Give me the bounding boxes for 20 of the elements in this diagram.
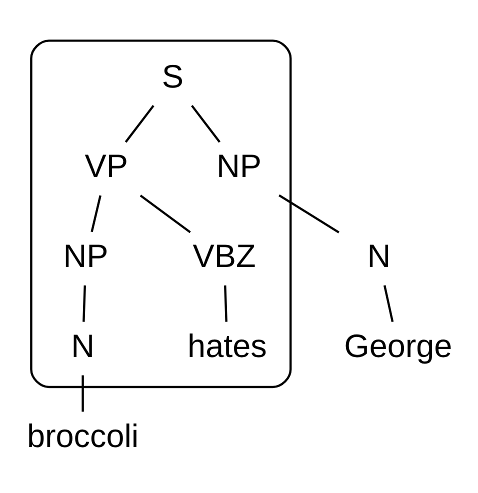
connector xyxy=(124,104,154,142)
node-text: hates xyxy=(188,327,267,364)
connector xyxy=(82,284,86,322)
node-text: N xyxy=(367,238,391,274)
node-text: George xyxy=(344,327,452,364)
connector xyxy=(224,284,228,322)
connector xyxy=(383,284,394,322)
node-text: S xyxy=(162,58,184,94)
node-text: NP xyxy=(63,238,108,274)
node-text: N xyxy=(71,327,94,364)
connector xyxy=(82,374,84,412)
cluster xyxy=(30,39,292,388)
node-text: NP xyxy=(216,148,262,184)
connector xyxy=(140,194,191,233)
node-text: broccoli xyxy=(26,417,139,454)
connector xyxy=(278,194,340,233)
node-text: VBZ xyxy=(192,238,256,274)
node-text: VP xyxy=(84,148,128,184)
connector xyxy=(191,104,221,142)
connector xyxy=(90,194,102,232)
